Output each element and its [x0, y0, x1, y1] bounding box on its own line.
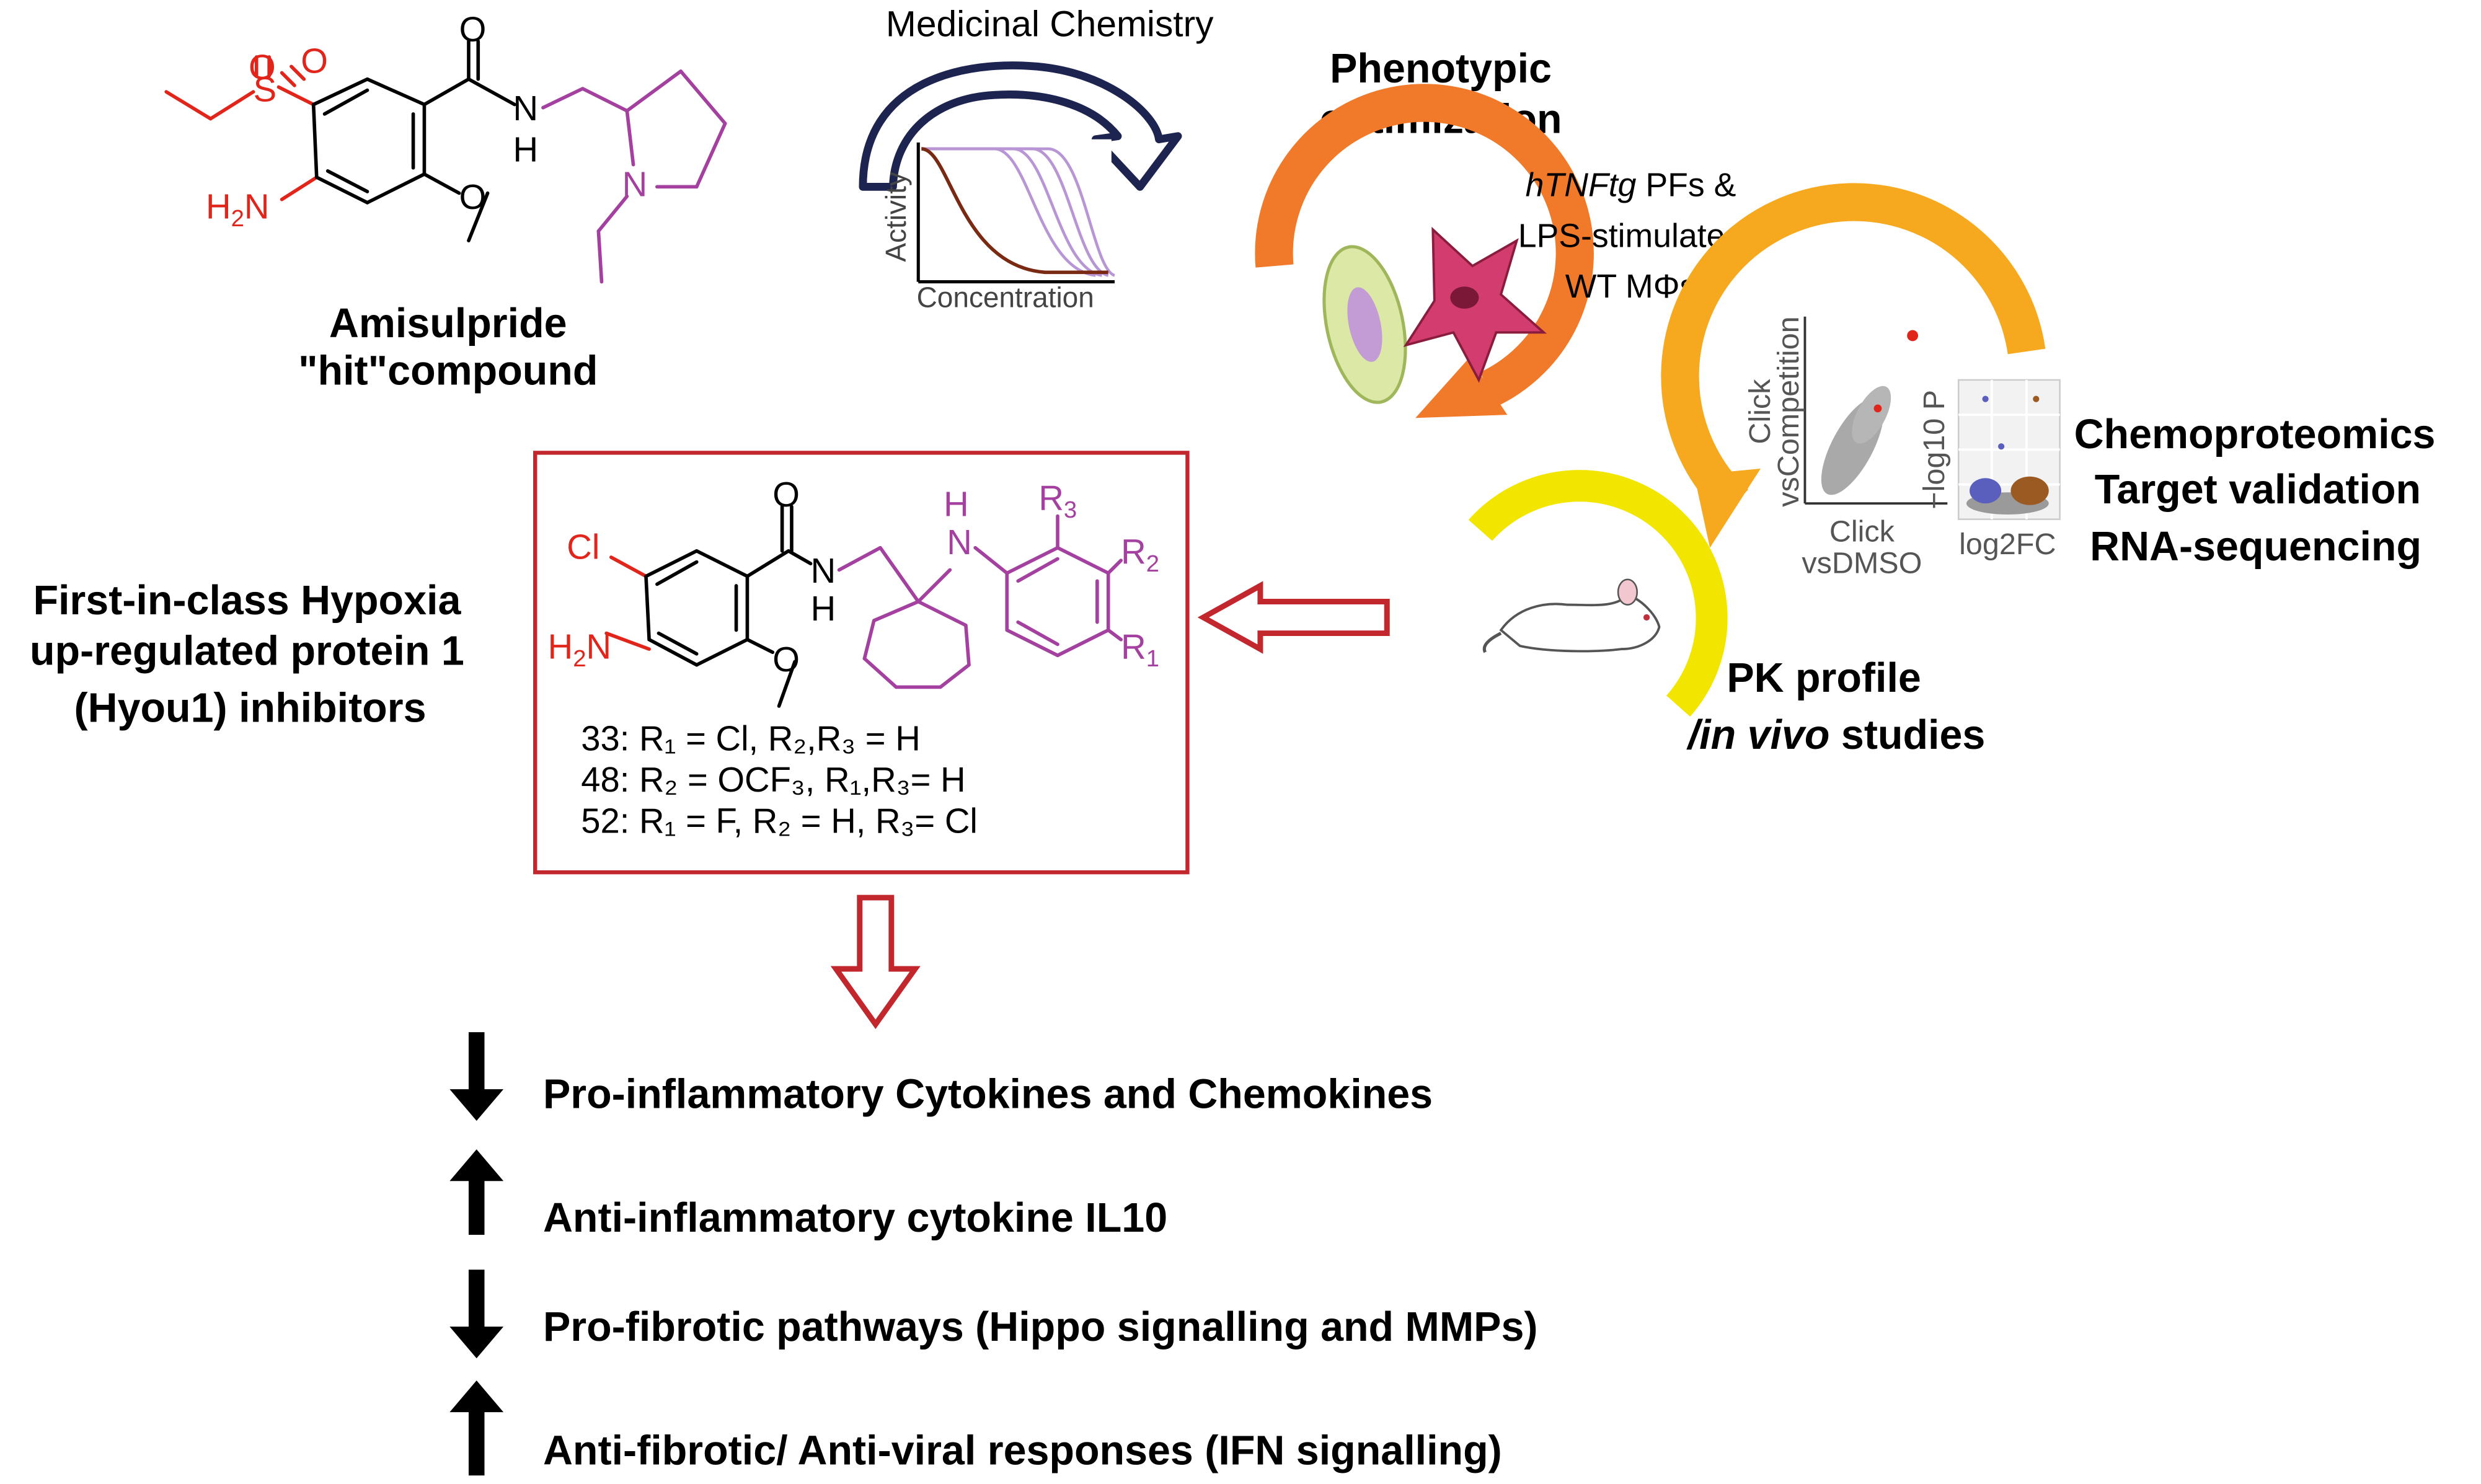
inhibitors-label-2: up-regulated protein 1 [30, 629, 464, 674]
up-arrow-icon [449, 1149, 504, 1235]
amisulpride-n-amide: N [513, 89, 538, 128]
scatter-xlabel-2: vsDMSO [1802, 547, 1922, 580]
amisulpride-structure [164, 39, 727, 284]
phenotypic-cells-line3: WT MΦs [1565, 268, 1697, 305]
chemoproteomics-arrowhead [1694, 468, 1761, 548]
inhibitor-r3: R3 [1038, 478, 1077, 523]
amisulpride-nh2: H2N [206, 187, 269, 232]
inhibitor-n-amine: N [947, 523, 972, 562]
inhibitor-o-methoxy: O [772, 640, 800, 679]
phenotypic-cells-line1: hTNFtg PFs & [1526, 167, 1736, 204]
medchem-ylabel: Activity [880, 172, 912, 262]
inhibitors-label-3: (Hyou1) inhibitors [74, 686, 427, 731]
inhibitor-n-amide: N [811, 551, 836, 590]
compound-52: 52: R₁ = F, R₂ = H, R₃= Cl [581, 801, 978, 840]
inhibitor-cl: Cl [567, 528, 599, 567]
inhibitor-nh2: H2N [548, 627, 611, 672]
hit-subtitle: "hit"compound [298, 348, 598, 394]
amisulpride-o-amide: O [459, 9, 487, 48]
effect-3: Pro-fibrotic pathways (Hippo signalling … [543, 1304, 1538, 1350]
chemoproteomics-label-1: Chemoproteomics [2074, 412, 2436, 457]
chemoproteomics-label-2: Target validation [2095, 467, 2421, 513]
phenotypic-cycle-arrow [1255, 84, 1594, 407]
amisulpride-n-ring: N [622, 165, 648, 204]
effects-list: Pro-inflammatory Cytokines and Chemokine… [449, 1032, 1538, 1476]
mouse-image [1482, 578, 1661, 653]
inhibitor-structure [604, 505, 1123, 708]
inhibitors-box [533, 451, 1190, 875]
effect-4: Anti-fibrotic/ Anti-viral responses (IFN… [543, 1428, 1502, 1473]
dose-response-plot: Activity Concentration [880, 139, 1116, 313]
inhibitor-r1: R1 [1121, 627, 1159, 672]
amisulpride-h-amide: H [513, 130, 538, 169]
scatter-plot: Click vsCompetition Click vsDMSO [1743, 313, 1948, 580]
phenotypic-arrowhead [1415, 358, 1508, 418]
volcano-ylabel: −log10 P [1917, 390, 1951, 510]
up-arrow-icon [449, 1380, 504, 1476]
medchem-xlabel: Concentration [917, 281, 1094, 313]
medchem-cycle-arrow [859, 61, 1182, 191]
pk-line-2: /in vivo studies [1686, 712, 1986, 758]
down-arrow-icon [449, 1032, 504, 1121]
leftward-hollow-arrow [1197, 581, 1390, 654]
volcano-xlabel: log2FC [1959, 528, 2056, 561]
amisulpride-o-methoxy: O [459, 177, 487, 216]
effect-2: Anti-inflammatory cytokine IL10 [543, 1195, 1167, 1241]
compound-33: 33: R₁ = Cl, R₂,R₃ = H [581, 719, 920, 758]
scatter-xlabel-1: Click [1829, 515, 1895, 548]
inhibitor-r2: R2 [1121, 532, 1159, 577]
downward-hollow-arrow [830, 894, 921, 1030]
phenotypic-cells-line2: LPS-stimulated [1518, 217, 1744, 254]
amisulpride-o1: O [249, 48, 276, 87]
medchem-title: Medicinal Chemistry [886, 4, 1214, 45]
scatter-ylabel-1: Click [1743, 379, 1777, 444]
effect-1: Pro-inflammatory Cytokines and Chemokine… [543, 1072, 1433, 1118]
volcano-plot: −log10 P log2FC [1917, 379, 2061, 561]
inhibitor-h-amide: H [811, 589, 836, 628]
chemoproteomics-cycle-arrow [1661, 183, 2046, 518]
inhibitor-h-amine: H [944, 485, 969, 524]
chemoproteomics-label-3: RNA-sequencing [2090, 524, 2421, 570]
amisulpride-o2: O [301, 41, 328, 80]
phenotypic-title-1: Phenotypic [1330, 46, 1552, 92]
hit-name: Amisulpride [329, 301, 567, 347]
compound-48: 48: R₂ = OCF₃, R₁,R₃= H [581, 760, 965, 799]
inhibitor-o-amide: O [772, 475, 800, 514]
down-arrow-icon [449, 1270, 504, 1359]
macrophage-cell-image [1403, 226, 1547, 383]
inhibitors-label-1: First-in-class Hypoxia [33, 578, 461, 624]
pk-ring [1468, 470, 1728, 717]
pk-line-1: PK profile [1727, 655, 1921, 701]
amisulpride-s: S [254, 69, 276, 108]
fibroblast-cell-image [1322, 245, 1407, 404]
scatter-ylabel-2: vsCompetition [1772, 316, 1805, 506]
